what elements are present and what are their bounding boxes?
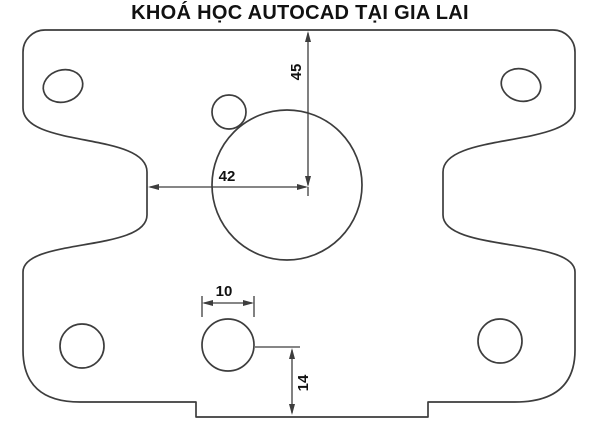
arrowhead-left	[148, 184, 159, 190]
dimension-14: 14	[255, 346, 312, 415]
arrowhead-right	[243, 300, 254, 306]
dimension-value: 14	[295, 374, 312, 391]
drawing-title: KHOÁ HỌC AUTOCAD TẠI GIA LAI	[131, 2, 469, 24]
small-lower-hole	[201, 318, 255, 372]
dimension-10: 10	[201, 283, 255, 317]
center-bore-circle	[211, 109, 363, 261]
dimension-value: 42	[219, 168, 236, 185]
mounting-hole-bottom-left	[59, 323, 105, 369]
arrowhead-down	[305, 176, 311, 187]
arrowhead-up	[289, 348, 295, 359]
arrowhead-right	[297, 184, 308, 190]
dimension-45: 45	[288, 31, 311, 196]
mounting-hole-top-right	[500, 67, 542, 103]
dimension-value: 10	[216, 283, 233, 300]
mounting-hole-top-left	[42, 68, 84, 104]
dimension-value: 45	[288, 64, 305, 81]
dimension-42: 42	[148, 168, 308, 190]
arrowhead-down	[289, 404, 295, 415]
plate-outline	[22, 29, 576, 418]
arrowhead-up	[305, 31, 311, 42]
arrowhead-left	[202, 300, 213, 306]
mounting-hole-bottom-right	[477, 318, 523, 364]
keyhole-tab-circle	[211, 94, 247, 130]
